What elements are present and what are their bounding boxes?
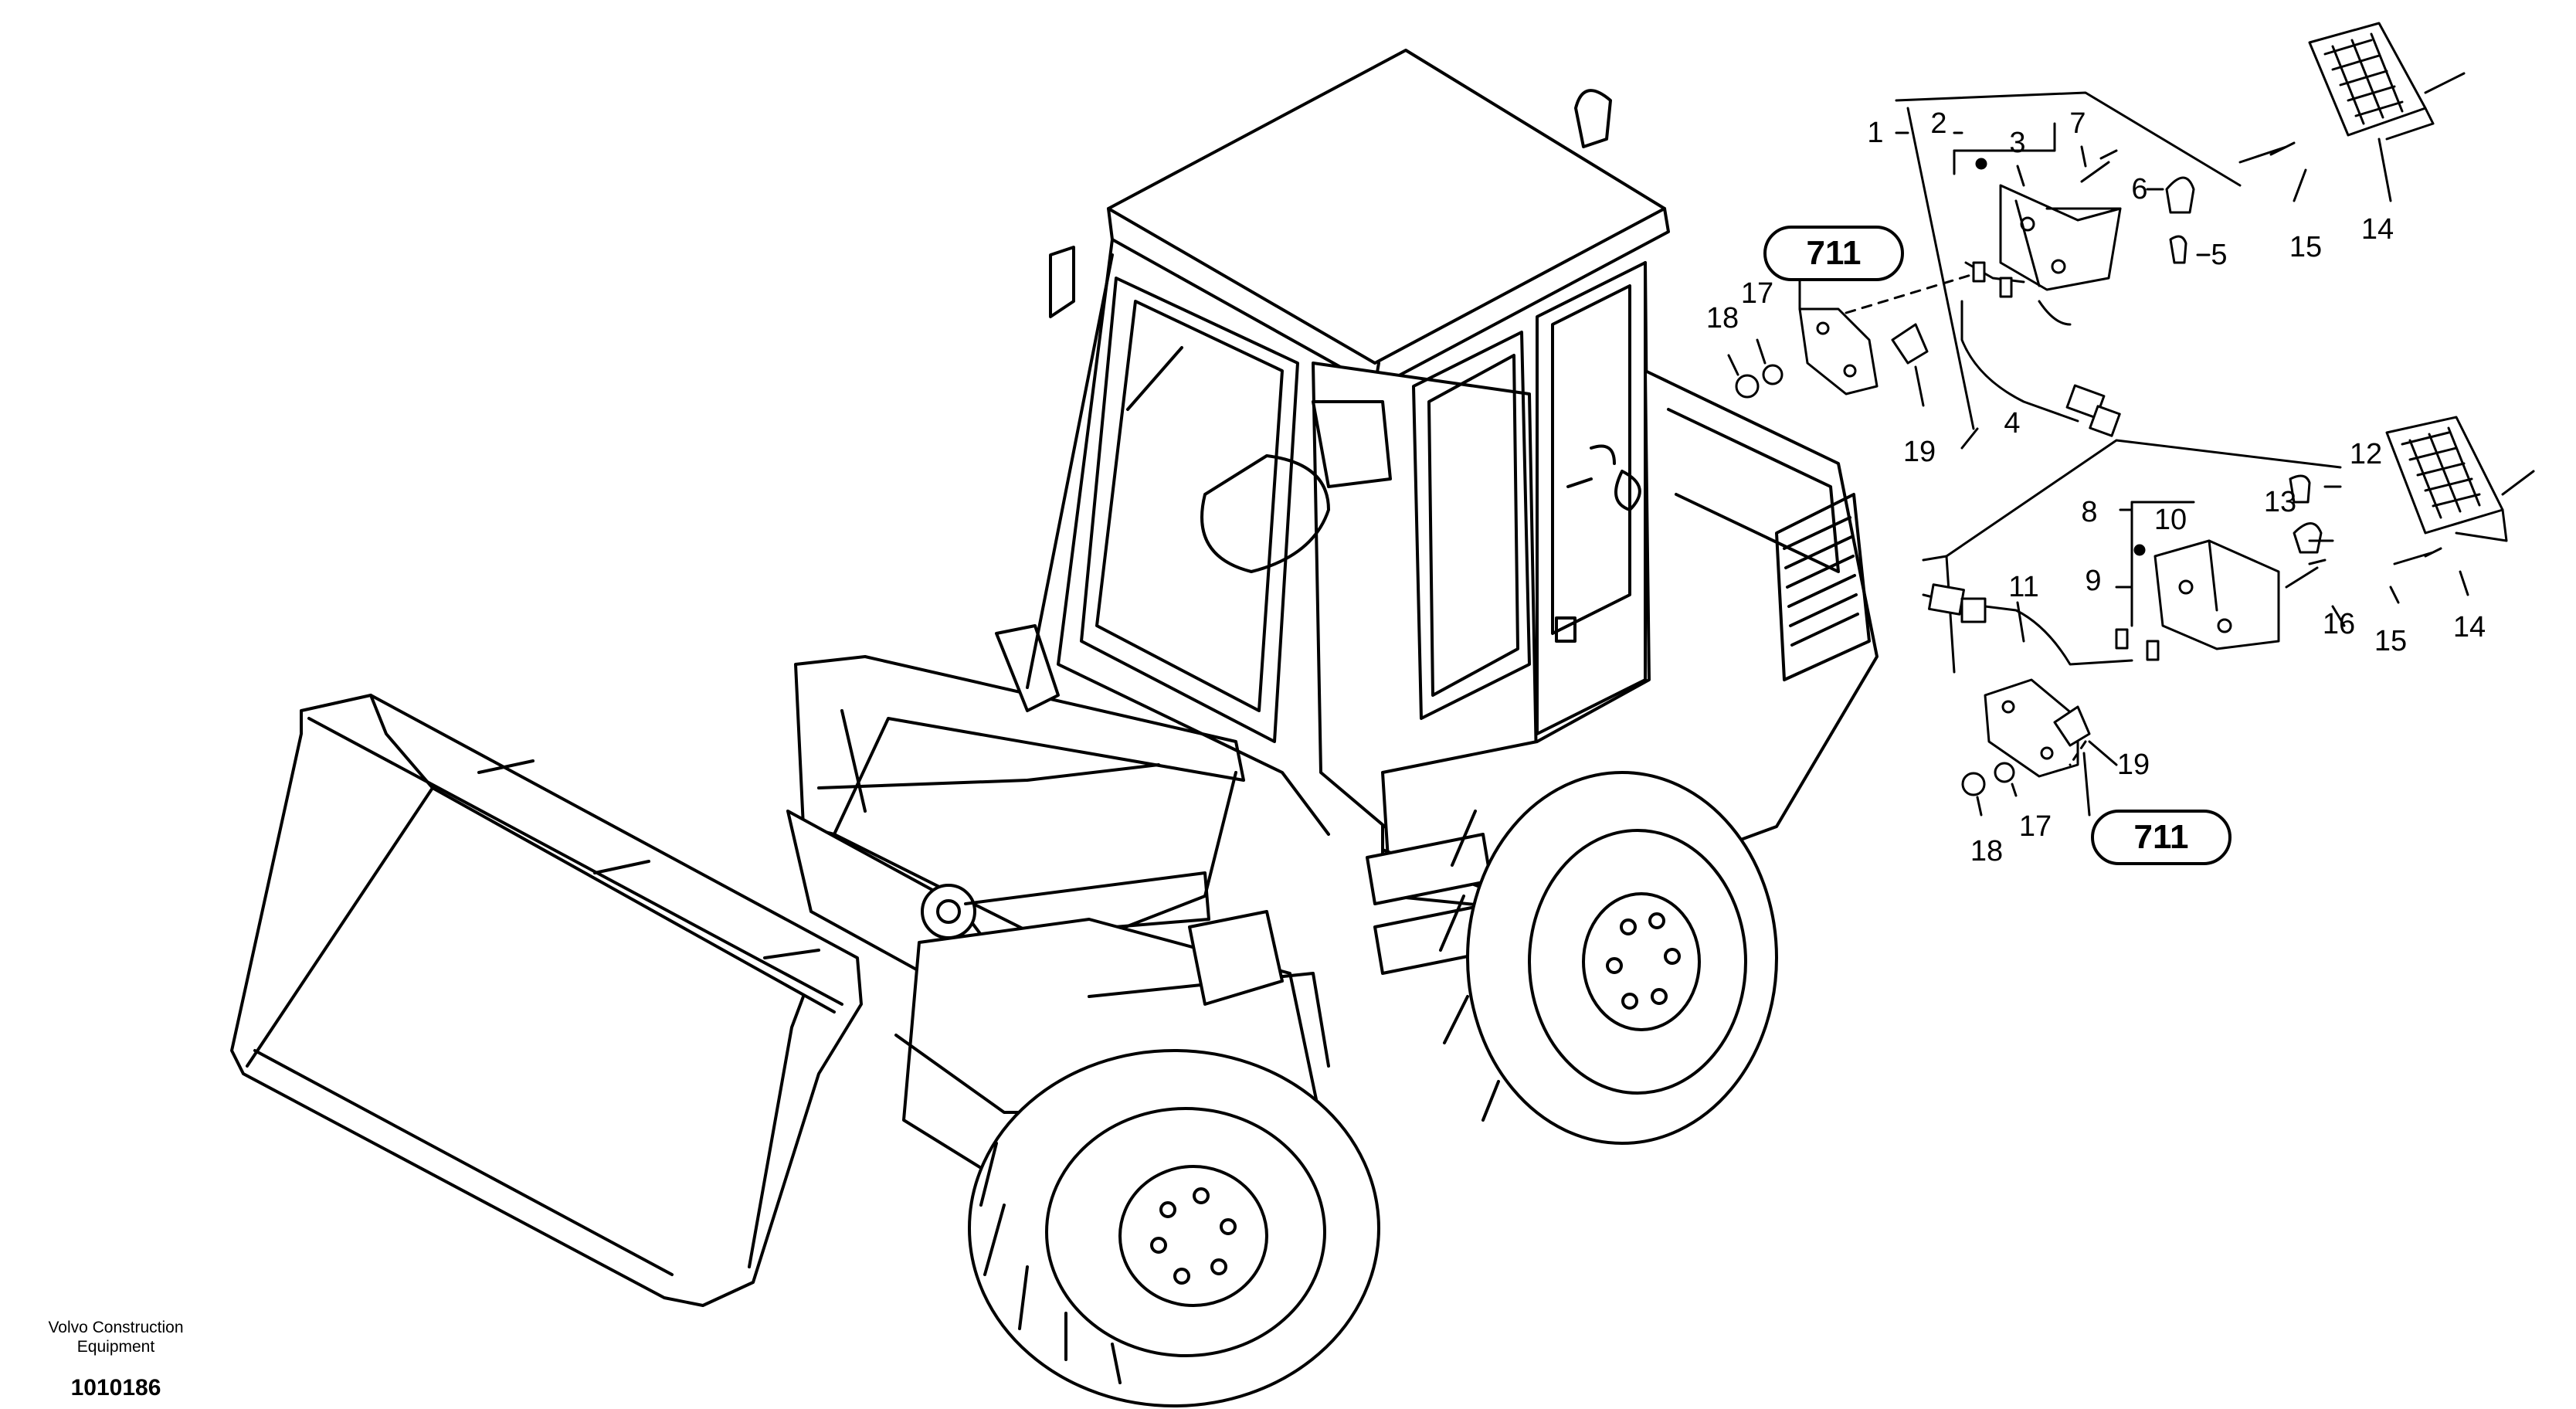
rear-body: [1366, 369, 1879, 998]
front-chassis: [894, 910, 1380, 1407]
bulb-12: [2289, 474, 2311, 504]
leader-1: [1906, 107, 1975, 430]
bracket-1-line: [1895, 91, 2242, 187]
harness-4: [1960, 300, 2079, 423]
screw-15b: [2393, 547, 2442, 565]
callout-1: 1: [1867, 117, 1884, 149]
screw-15: [2238, 141, 2296, 164]
callout-15-lower: 15: [2374, 625, 2408, 657]
callout-5: 5: [2211, 239, 2228, 271]
reference-711-upper[interactable]: 711: [1763, 226, 1904, 281]
callout-19-upper: 19: [1902, 436, 1936, 468]
callout-8: 8: [2081, 496, 2098, 528]
lamp-housing: [1999, 184, 2122, 291]
callout-17-upper: 17: [1740, 277, 1774, 310]
cab: [1026, 49, 1670, 867]
socket-19b: [2053, 705, 2091, 747]
callout-16: 16: [2322, 608, 2356, 640]
reference-711-lower[interactable]: 711: [2091, 810, 2232, 865]
callout-10: 10: [2153, 504, 2187, 536]
upper-lamp-assembly: [1735, 22, 2466, 437]
callout-12: 12: [2349, 438, 2383, 470]
callout-3: 3: [2009, 127, 2026, 159]
callout-6: 6: [2131, 173, 2148, 205]
nut-18b: [1961, 772, 1986, 796]
socket-19: [1891, 323, 1929, 365]
bracket-2-line: [1953, 122, 2056, 152]
callout-7: 7: [2069, 107, 2086, 140]
nut-18: [1735, 374, 1760, 399]
callout-18-lower: 18: [1970, 835, 2004, 867]
callout-11: 11: [2008, 571, 2039, 603]
callout-2: 2: [1930, 107, 1947, 140]
callout-17-lower: 17: [2018, 810, 2052, 843]
washer-17b: [1994, 762, 2015, 783]
footer: Volvo Construction Equipment 1010186: [15, 1318, 216, 1401]
callout-9: 9: [2085, 565, 2102, 597]
company-name: Volvo Construction Equipment: [48, 1319, 184, 1356]
screw-16: [2285, 559, 2327, 589]
bulb-6: [2165, 176, 2195, 214]
bracket-8-line: [1945, 439, 2342, 558]
lamp-housing-10: [2153, 539, 2280, 650]
plate-17b: [1984, 678, 2079, 778]
harness-11: [1922, 593, 2133, 666]
bulb-5: [2169, 235, 2187, 264]
callout-19-lower: 19: [2116, 749, 2150, 781]
loader-machine: [230, 49, 1879, 1407]
leader-lines: [1727, 131, 2469, 817]
callout-4: 4: [2004, 407, 2021, 440]
screw-7: [2080, 149, 2118, 183]
callout-18-upper: 18: [1705, 302, 1739, 334]
lower-lamp-assembly: [1922, 416, 2535, 796]
bucket: [230, 694, 863, 1307]
callout-14-upper: 14: [2360, 213, 2394, 246]
document-number: 1010186: [70, 1375, 161, 1401]
callout-13: 13: [2263, 486, 2297, 518]
rear-wheel: [1439, 771, 1778, 1145]
callout-15-upper: 15: [2289, 231, 2323, 263]
plate-17: [1798, 307, 1879, 396]
washer-17: [1762, 364, 1784, 385]
callout-14-lower: 14: [2452, 611, 2486, 643]
bulb-13: [2293, 522, 2323, 554]
